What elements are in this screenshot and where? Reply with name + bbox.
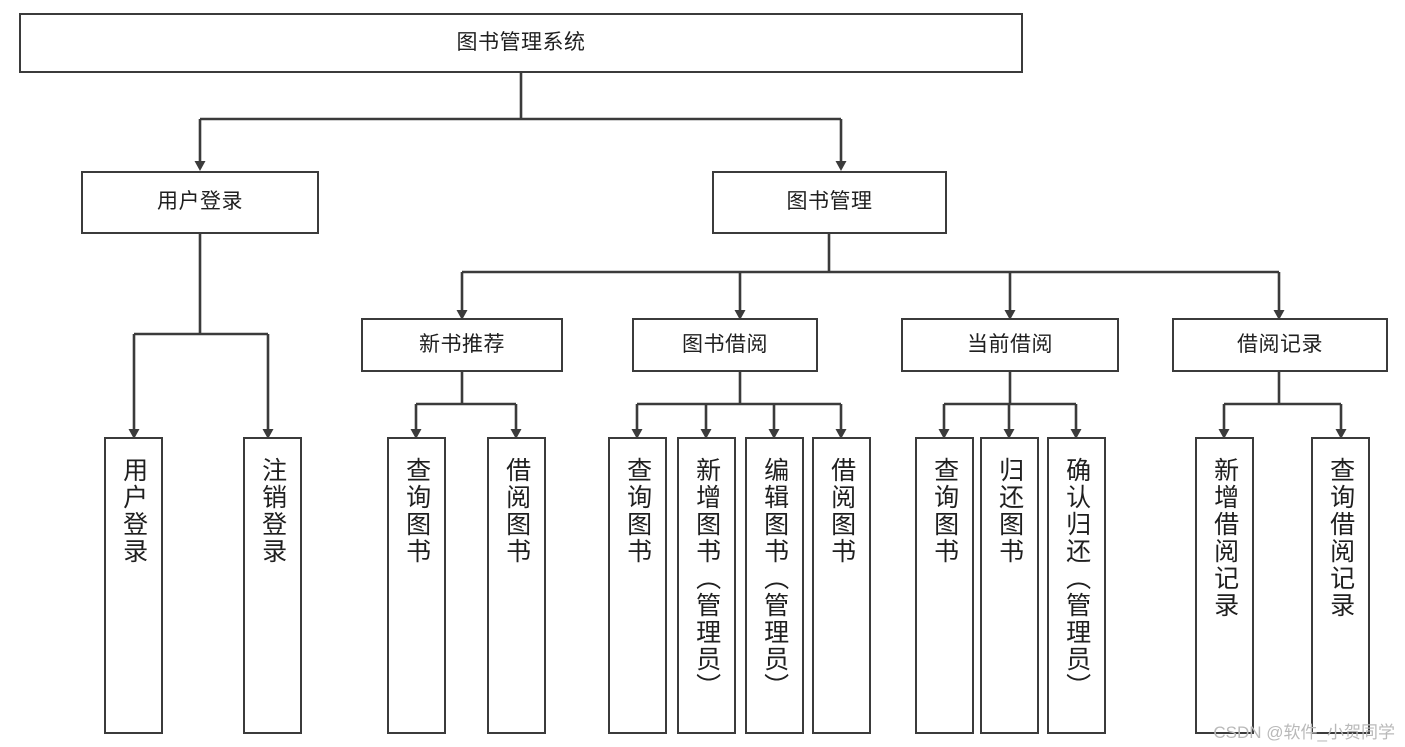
node-label: 查询借阅记录 bbox=[1326, 457, 1355, 619]
node-label: 查询图书 bbox=[623, 457, 652, 565]
leaf-borrow-record-add[interactable]: 新增借阅记录 bbox=[1195, 437, 1254, 734]
node-label: 新书推荐 bbox=[419, 332, 505, 356]
node-label: 编辑图书（管理员） bbox=[760, 457, 789, 700]
node-user-login[interactable]: 用户登录 bbox=[81, 171, 319, 234]
leaf-new-book-query[interactable]: 查询图书 bbox=[387, 437, 446, 734]
node-label: 新增图书（管理员） bbox=[692, 457, 721, 700]
node-book-borrow[interactable]: 图书借阅 bbox=[632, 318, 818, 372]
leaf-new-book-borrow[interactable]: 借阅图书 bbox=[487, 437, 546, 734]
node-label: 借阅图书 bbox=[827, 457, 856, 565]
node-label: 借阅图书 bbox=[502, 457, 531, 565]
node-label: 当前借阅 bbox=[967, 332, 1053, 356]
node-label: 用户登录 bbox=[157, 190, 243, 214]
node-label: 确认归还（管理员） bbox=[1062, 457, 1091, 700]
node-label: 图书借阅 bbox=[682, 332, 768, 356]
node-label: 归还图书 bbox=[995, 457, 1024, 565]
node-root-system[interactable]: 图书管理系统 bbox=[19, 13, 1023, 73]
node-label: 图书管理系统 bbox=[456, 30, 586, 54]
leaf-book-borrow-borrow[interactable]: 借阅图书 bbox=[812, 437, 871, 734]
node-book-management[interactable]: 图书管理 bbox=[712, 171, 947, 234]
node-new-book-recommend[interactable]: 新书推荐 bbox=[361, 318, 563, 372]
node-label: 注销登录 bbox=[258, 457, 287, 565]
leaf-user-login-login[interactable]: 用户登录 bbox=[104, 437, 163, 734]
leaf-book-borrow-edit[interactable]: 编辑图书（管理员） bbox=[745, 437, 804, 734]
leaf-current-borrow-query[interactable]: 查询图书 bbox=[915, 437, 974, 734]
leaf-book-borrow-query[interactable]: 查询图书 bbox=[608, 437, 667, 734]
leaf-current-borrow-return[interactable]: 归还图书 bbox=[980, 437, 1039, 734]
node-label: 图书管理 bbox=[786, 190, 873, 214]
leaf-user-login-logout[interactable]: 注销登录 bbox=[243, 437, 302, 734]
node-label: 查询图书 bbox=[402, 457, 431, 565]
leaf-borrow-record-query[interactable]: 查询借阅记录 bbox=[1311, 437, 1370, 734]
node-label: 借阅记录 bbox=[1237, 332, 1323, 356]
node-borrow-record[interactable]: 借阅记录 bbox=[1172, 318, 1388, 372]
node-label: 新增借阅记录 bbox=[1210, 457, 1239, 619]
node-label: 用户登录 bbox=[119, 457, 148, 565]
leaf-book-borrow-add[interactable]: 新增图书（管理员） bbox=[677, 437, 736, 734]
leaf-current-borrow-confirm-return[interactable]: 确认归还（管理员） bbox=[1047, 437, 1106, 734]
node-label: 查询图书 bbox=[930, 457, 959, 565]
node-current-borrow[interactable]: 当前借阅 bbox=[901, 318, 1119, 372]
